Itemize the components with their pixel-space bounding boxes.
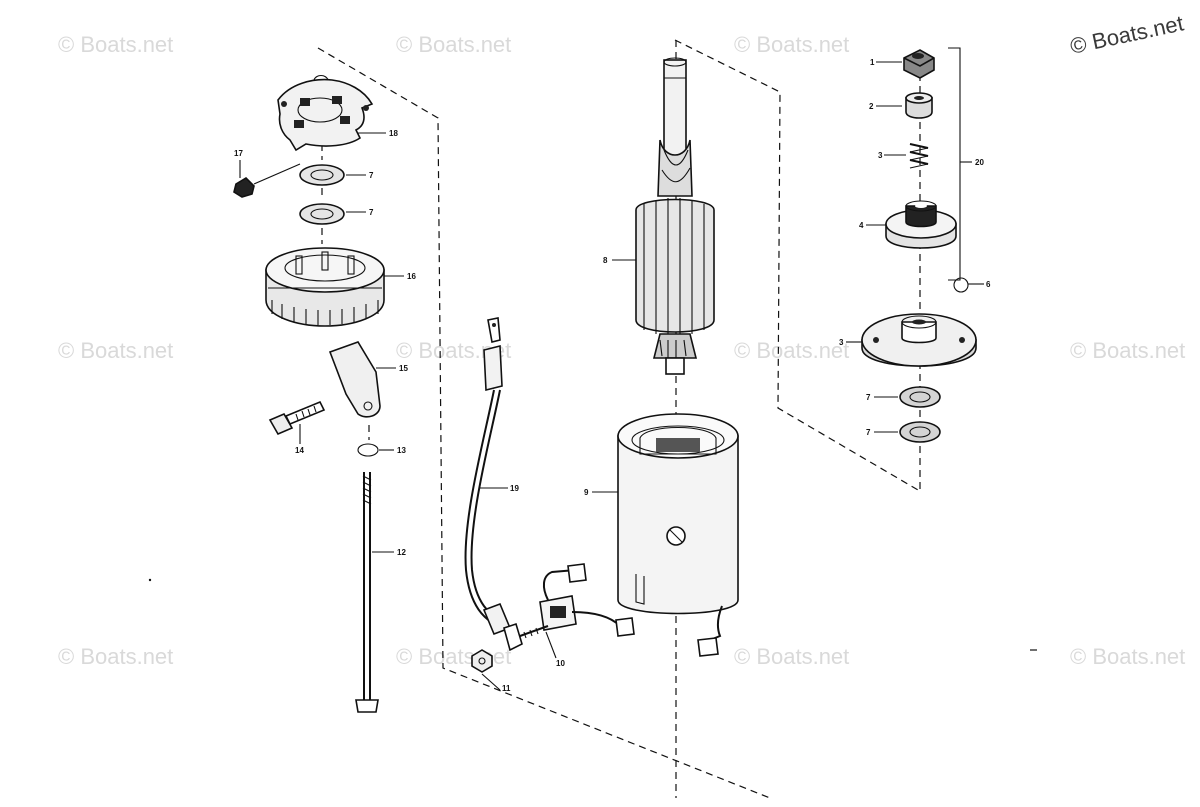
- end-cap-16-part: [265, 247, 385, 327]
- thru-bolt-12-part: [355, 472, 379, 713]
- callout-p4: 4: [859, 221, 864, 230]
- watermark: © Boats.net: [734, 644, 849, 669]
- watermark-layer: © Boats.net © Boats.net © Boats.net © Bo…: [58, 10, 1186, 669]
- callout-p17: 17: [234, 149, 243, 158]
- washer-7-part: [899, 421, 941, 443]
- brush-plate-part: [277, 74, 374, 152]
- nut-1-part: [903, 49, 935, 79]
- callout-p2: 2: [869, 102, 874, 111]
- bracket-15-part: [328, 341, 381, 418]
- watermark: © Boats.net: [1070, 644, 1185, 669]
- callout-p16: 16: [407, 272, 416, 281]
- callout-p6: 6: [986, 280, 991, 289]
- callout-p19: 19: [510, 484, 519, 493]
- nut-13-part: [357, 443, 379, 457]
- callout-p13: 13: [397, 446, 406, 455]
- group-bracket: [948, 47, 961, 281]
- stray-mark: [148, 578, 152, 582]
- washer-7-part: [299, 203, 345, 225]
- callout-p18: 18: [389, 129, 398, 138]
- bolt-14-part: [268, 400, 326, 436]
- corner-watermark: © Boats.net: [1068, 10, 1186, 58]
- watermark: © Boats.net: [58, 644, 173, 669]
- callout-p11: 11: [502, 684, 511, 693]
- callout-p20: 20: [975, 158, 984, 167]
- callout-p1: 1: [870, 58, 875, 67]
- callout-labels: 1 2 3 4 6 3 7 7 20 8 9 10 11 18 17 7 7 1…: [234, 58, 991, 693]
- callout-p7c: 7: [369, 171, 374, 180]
- callout-p3b: 3: [839, 338, 844, 347]
- leader-line: [253, 163, 301, 185]
- callout-p3a: 3: [878, 151, 883, 160]
- watermark: © Boats.net: [58, 338, 173, 363]
- callout-p14: 14: [295, 446, 304, 455]
- armature-8-part: [635, 57, 715, 375]
- head-plate-5-part: [861, 313, 977, 367]
- leader-line: [481, 673, 501, 691]
- screw-6-part: [953, 277, 969, 293]
- watermark: © Boats.net: [734, 32, 849, 57]
- callout-p9: 9: [584, 488, 589, 497]
- watermark: © Boats.net: [58, 32, 173, 57]
- watermark: © Boats.net: [734, 338, 849, 363]
- screw-17-part: [233, 176, 255, 198]
- spacer-2-part: [905, 92, 933, 119]
- brush-holder-10-part: [519, 563, 635, 639]
- callout-p12: 12: [397, 548, 406, 557]
- watermark: © Boats.net: [396, 32, 511, 57]
- nut-11-part: [471, 649, 493, 673]
- callout-p7d: 7: [369, 208, 374, 217]
- field-frame-9-part: [617, 413, 739, 657]
- callout-p15: 15: [399, 364, 408, 373]
- leader-line: [545, 631, 557, 659]
- washer-7-part: [899, 386, 941, 408]
- spring-3-part: [909, 143, 929, 169]
- watermark: © Boats.net: [396, 644, 511, 669]
- callout-p10: 10: [556, 659, 565, 668]
- callout-p7b: 7: [866, 428, 871, 437]
- lead-wire-19-part: [464, 317, 523, 652]
- left-assembly-boundary: [317, 47, 771, 799]
- pinion-4-part: [885, 200, 957, 249]
- callout-p7a: 7: [866, 393, 871, 402]
- callout-p8: 8: [603, 256, 608, 265]
- watermark: © Boats.net: [1070, 338, 1185, 363]
- washer-7-part: [299, 164, 345, 186]
